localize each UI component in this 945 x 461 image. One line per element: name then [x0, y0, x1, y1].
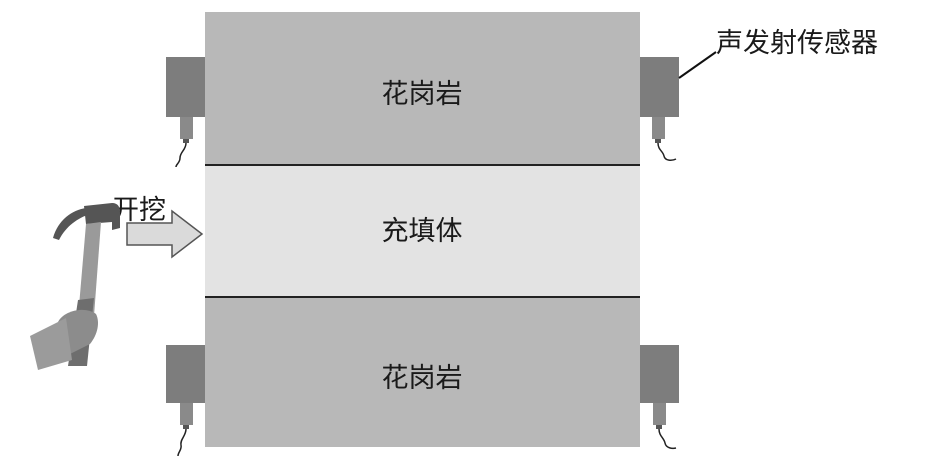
hammer-icon [30, 203, 120, 370]
acoustic-sensor-icon [166, 345, 205, 457]
acoustic-sensor-icon [166, 57, 205, 168]
sensor-label: 声发射传感器 [716, 28, 878, 59]
middle-layer-label: 充填体 [382, 216, 463, 247]
excavation-label: 开挖 [112, 195, 166, 226]
bottom-layer-label: 花岗岩 [382, 363, 463, 394]
acoustic-sensor-icon [640, 57, 679, 161]
granite-top-layer [205, 12, 640, 165]
acoustic-sensor-icon [640, 345, 679, 450]
top-layer-label: 花岗岩 [382, 79, 463, 110]
specimen-block [205, 12, 640, 447]
granite-bottom-layer [205, 297, 640, 447]
sensor-leader-line [678, 51, 717, 79]
arrow-right-icon [126, 209, 204, 259]
backfill-layer [205, 165, 640, 297]
